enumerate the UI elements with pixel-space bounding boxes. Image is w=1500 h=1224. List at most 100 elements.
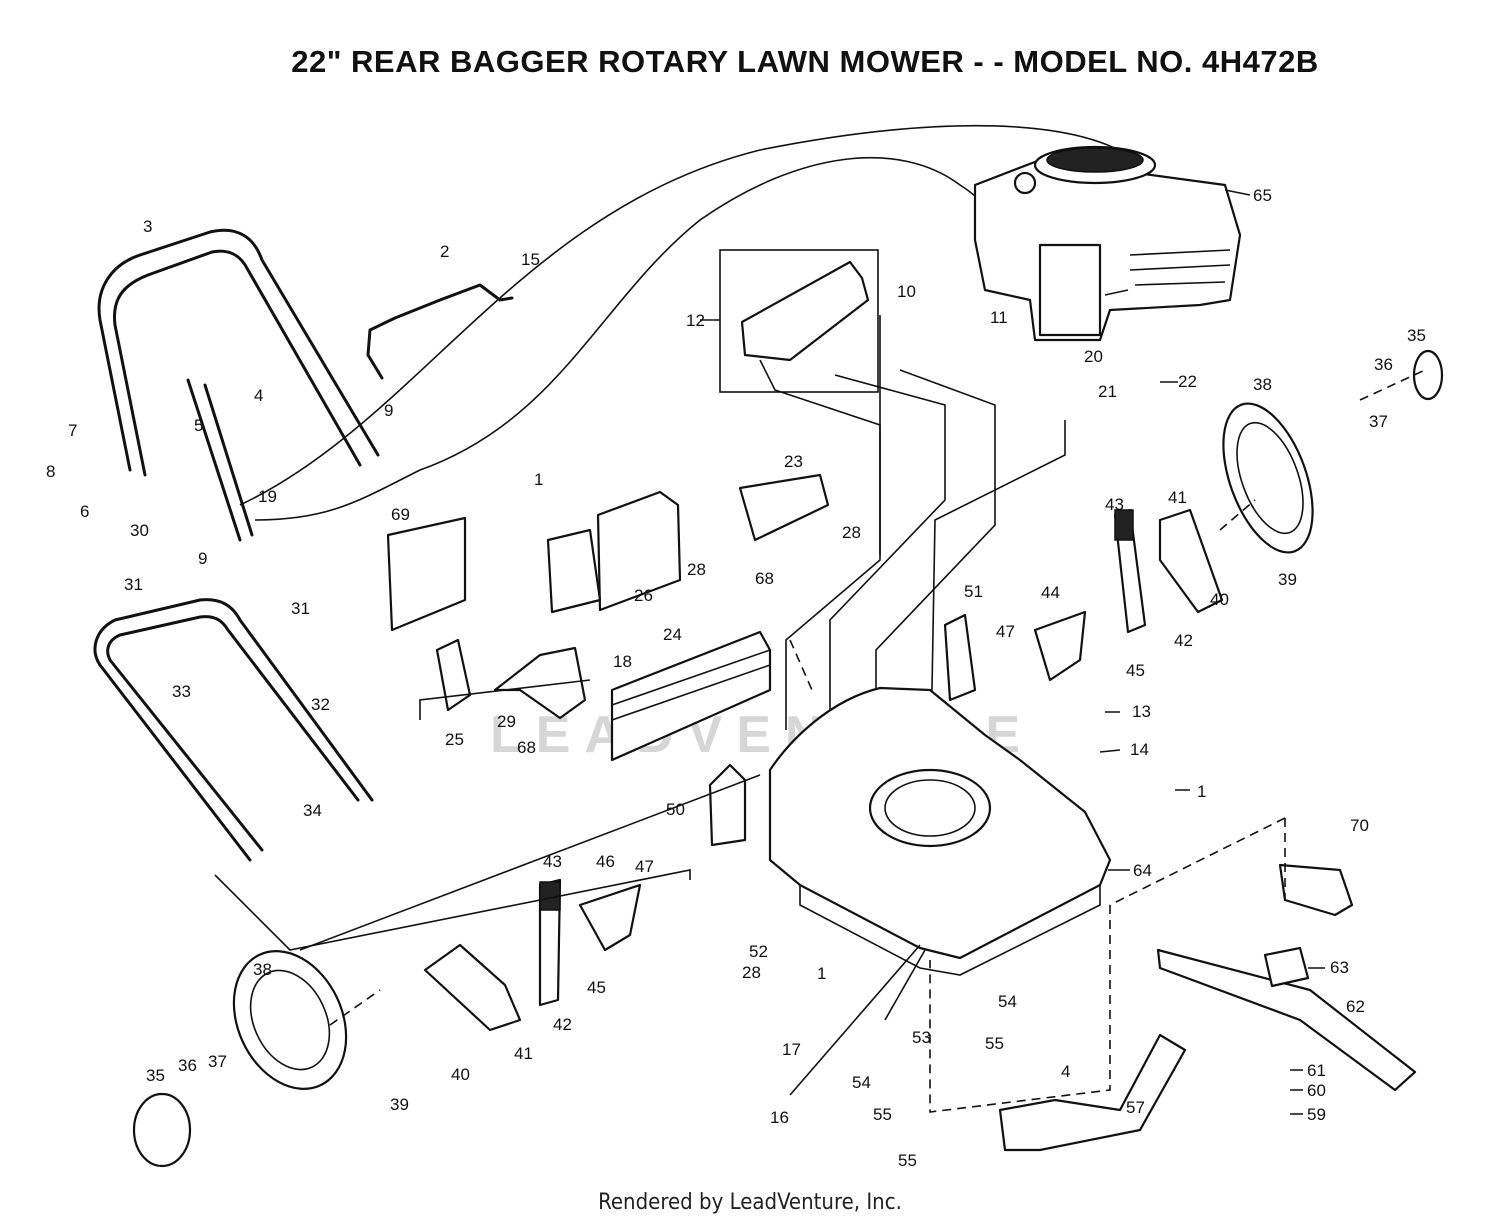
callout-1-c: 1: [817, 964, 826, 983]
callout-69: 69: [391, 505, 410, 524]
callout-34: 34: [303, 801, 322, 820]
callout-5: 5: [194, 416, 203, 435]
engine: [973, 145, 1242, 342]
callout-40-b: 40: [451, 1065, 470, 1084]
callout-55-c: 55: [898, 1151, 917, 1170]
bail-rod: [366, 283, 514, 380]
callout-41-b: 41: [514, 1044, 533, 1063]
callout-4-b: 4: [1061, 1062, 1070, 1081]
callout-28-c: 28: [742, 963, 761, 982]
callout-16: 16: [770, 1108, 789, 1127]
mower-deck: [768, 686, 1112, 976]
callout-37-b: 37: [208, 1052, 227, 1071]
adjuster-46: [578, 883, 642, 952]
lower-handle: [93, 598, 374, 862]
callout-55: 55: [985, 1034, 1004, 1053]
callout-70: 70: [1350, 816, 1369, 835]
callout-15: 15: [521, 250, 540, 269]
callout-7: 7: [68, 421, 77, 440]
callout-29: 29: [497, 712, 516, 731]
callout-40: 40: [1210, 590, 1229, 609]
callout-21: 21: [1098, 382, 1117, 401]
callout-24: 24: [663, 625, 682, 644]
adjuster-44: [1033, 610, 1087, 682]
bracket-29: [493, 646, 587, 720]
callout-6: 6: [80, 502, 89, 521]
callout-35: 35: [1407, 326, 1426, 345]
wheel-rear: [1222, 402, 1314, 554]
callout-41: 41: [1168, 488, 1187, 507]
callout-68-b: 68: [517, 738, 536, 757]
callout-1-b: 1: [1197, 782, 1206, 801]
callout-60: 60: [1307, 1081, 1326, 1100]
baffle-70: [1278, 863, 1354, 917]
callout-9-lower: 9: [198, 549, 207, 568]
callout-54-b: 54: [852, 1073, 871, 1092]
callout-46: 46: [596, 852, 615, 871]
callout-42: 42: [1174, 631, 1193, 650]
control-cable: [254, 156, 1001, 521]
callout-13: 13: [1132, 702, 1151, 721]
blade-adapter-63: [1263, 946, 1310, 988]
callout-59: 59: [1307, 1105, 1326, 1124]
callout-39: 39: [1278, 570, 1297, 589]
callout-25: 25: [445, 730, 464, 749]
callout-23: 23: [784, 452, 803, 471]
callout-12: 12: [686, 311, 705, 330]
callout-30: 30: [130, 521, 149, 540]
bracket-25: [435, 638, 472, 712]
callout-19: 19: [258, 487, 277, 506]
callout-28: 28: [842, 523, 861, 542]
callout-61: 61: [1307, 1061, 1326, 1080]
part-12-box: [719, 249, 879, 393]
callout-14: 14: [1130, 740, 1149, 759]
callout-39-b: 39: [390, 1095, 409, 1114]
callout-53: 53: [912, 1028, 931, 1047]
callout-26: 26: [634, 586, 653, 605]
callout-62: 62: [1346, 997, 1365, 1016]
callout-22: 22: [1178, 372, 1197, 391]
callout-37: 37: [1369, 412, 1388, 431]
callout-43: 43: [1105, 495, 1124, 514]
callout-64: 64: [1133, 861, 1152, 880]
callout-42-b: 42: [553, 1015, 572, 1034]
callout-54: 54: [998, 992, 1017, 1011]
callout-8: 8: [46, 462, 55, 481]
upper-handle: [97, 228, 380, 477]
callout-33: 33: [172, 682, 191, 701]
bracket-23: [738, 473, 830, 542]
callout-47: 47: [996, 622, 1015, 641]
callout-28-b: 28: [687, 560, 706, 579]
bracket-50: [708, 763, 747, 847]
footer-credit: Rendered by LeadVenture, Inc.: [598, 1190, 902, 1215]
callout-11: 11: [990, 308, 1008, 327]
callout-44: 44: [1041, 583, 1060, 602]
axle-bracket-41-right: [1158, 508, 1224, 614]
callout-68: 68: [755, 569, 774, 588]
callout-18: 18: [613, 652, 632, 671]
diagram-title: 22" REAR BAGGER ROTARY LAWN MOWER - - MO…: [291, 44, 1319, 79]
callout-32: 32: [311, 695, 330, 714]
callout-1: 1: [534, 470, 543, 489]
callout-17: 17: [782, 1040, 801, 1059]
leader-lines: [700, 189, 1325, 1115]
callout-20: 20: [1084, 347, 1103, 366]
callout-31: 31: [124, 575, 143, 594]
callout-35-b: 35: [146, 1066, 165, 1085]
callout-38: 38: [1253, 375, 1272, 394]
axle-bracket-41-left: [423, 943, 522, 1032]
callout-47-b: 47: [635, 857, 654, 876]
callout-36: 36: [1374, 355, 1393, 374]
callout-3: 3: [143, 217, 152, 236]
callout-65: 65: [1253, 186, 1272, 205]
callout-9: 9: [384, 401, 393, 420]
callout-50: 50: [666, 800, 685, 819]
hubcap-rear: [1412, 349, 1444, 401]
bracket-26b: [546, 528, 602, 614]
callout-45-b: 45: [587, 978, 606, 997]
callout-36-b: 36: [178, 1056, 197, 1075]
callout-4: 4: [254, 386, 263, 405]
callout-43-b: 43: [543, 852, 562, 871]
callout-2: 2: [440, 242, 449, 261]
